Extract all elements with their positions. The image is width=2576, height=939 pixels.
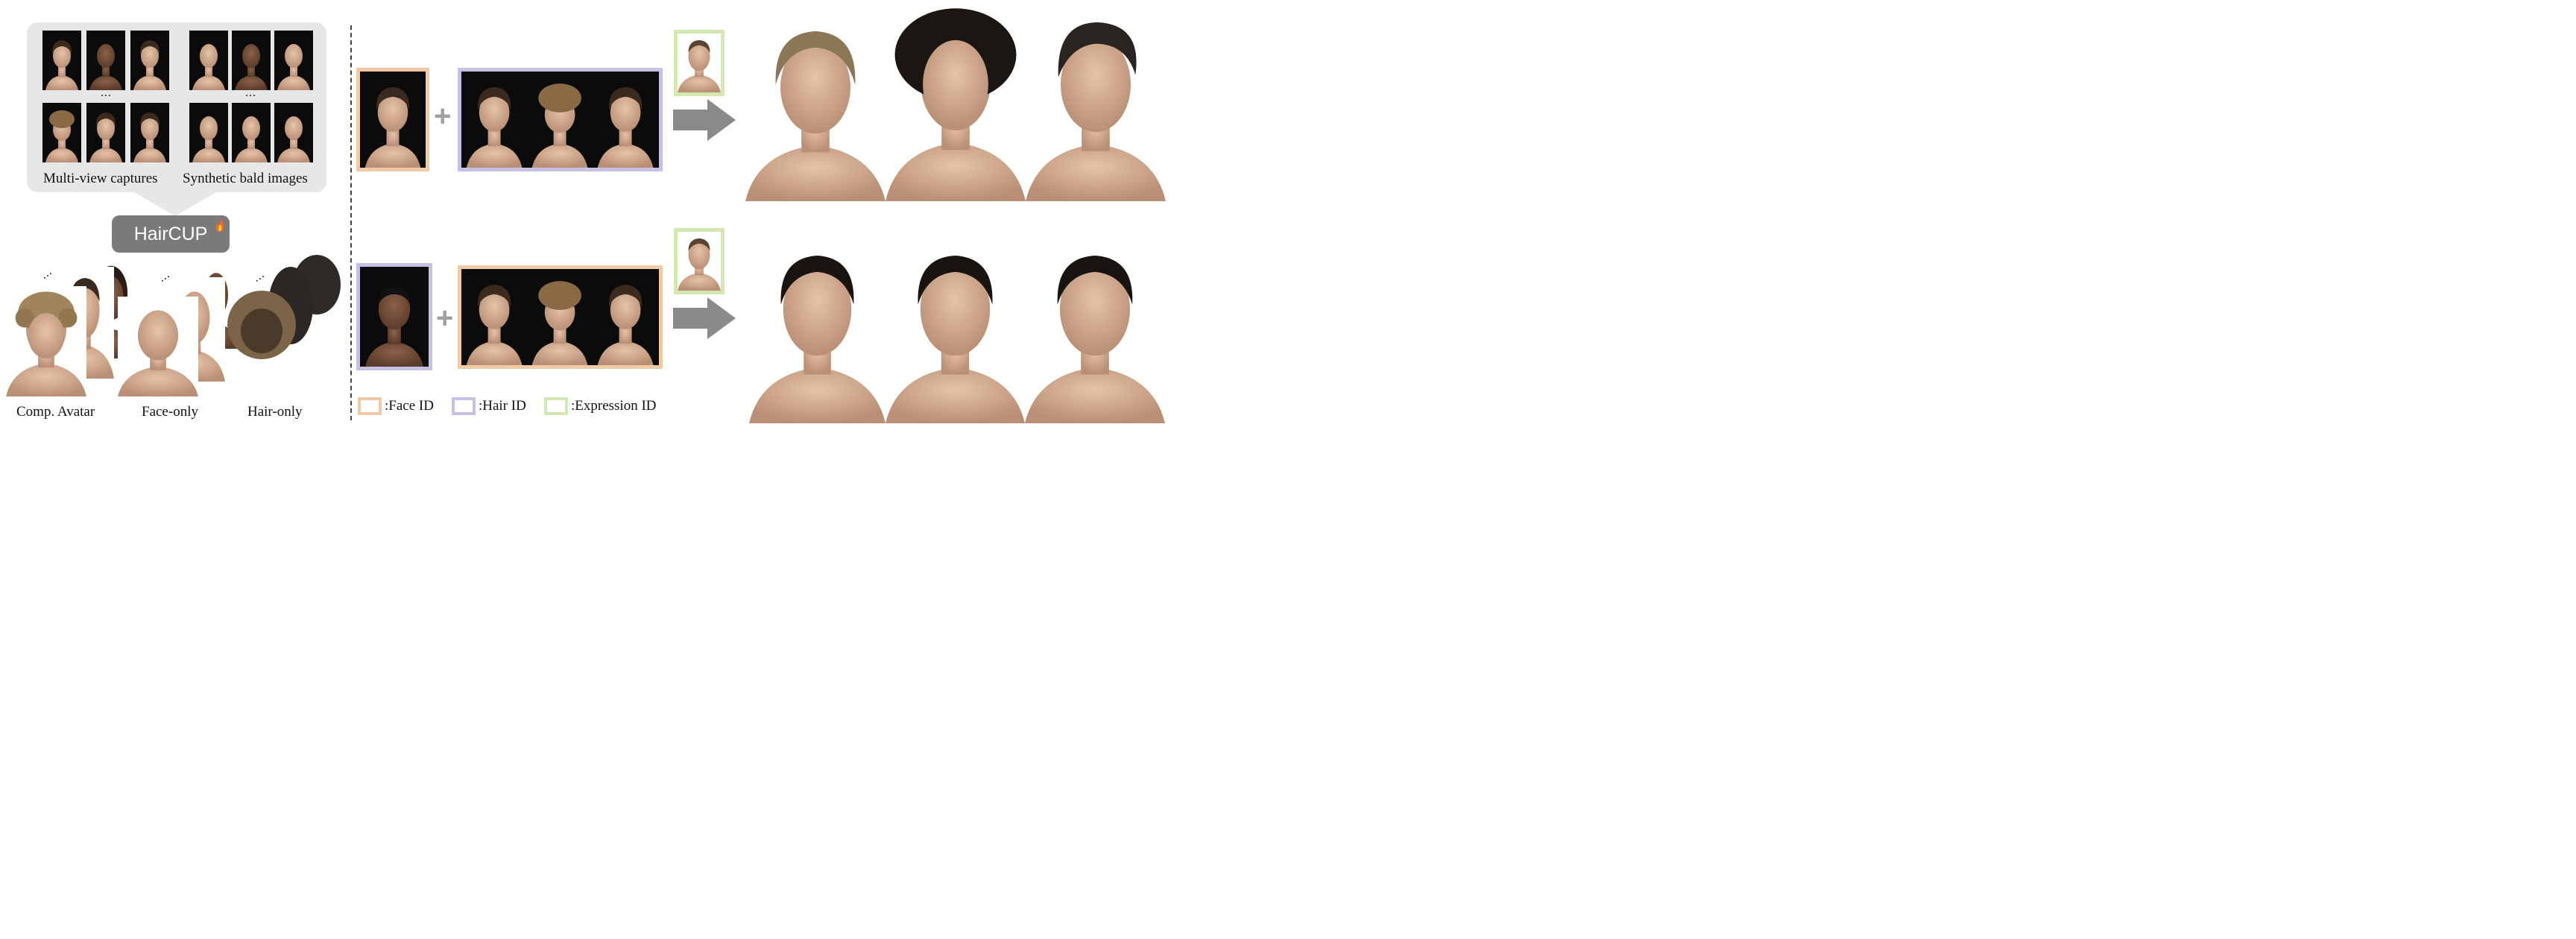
capture-thumbnail (130, 31, 169, 90)
bald-thumbnail (189, 103, 228, 162)
row1-face-id-image (356, 68, 429, 171)
comp-avatar-front-head (6, 286, 86, 396)
row2-output-2 (886, 237, 1025, 423)
down-arrow-icon (134, 192, 216, 216)
row1-plus-sign: + (434, 100, 452, 133)
row2-arrow-icon (673, 297, 736, 339)
capture-thumbnail (42, 31, 81, 90)
row1-arrow-icon (673, 99, 736, 141)
legend-swatch-face-id (358, 397, 382, 415)
captures-ellipsis: ... (101, 86, 112, 99)
row2-plus-sign: + (436, 302, 454, 335)
row1-expression-id-image (674, 30, 724, 96)
legend-hair-id: :Hair ID (479, 398, 526, 414)
row2-hair-id-image (356, 263, 432, 370)
legend-expression-id: :Expression ID (571, 398, 657, 414)
legend-swatch-expression-id (544, 397, 568, 415)
capture-thumbnail (42, 103, 81, 162)
row1-hair-id-strip (458, 68, 663, 171)
row2-face-ref-2 (527, 269, 593, 365)
legend-face-id: :Face ID (385, 398, 434, 414)
section-divider (350, 25, 352, 420)
row2-face-id-strip (458, 265, 663, 369)
caption-multi-view-captures: Multi-view captures (43, 171, 158, 186)
bald-thumbnail (189, 31, 228, 90)
comp-avatar-ellipsis: ... (38, 265, 55, 282)
row1-output-3 (1026, 10, 1166, 201)
caption-synthetic-bald-images: Synthetic bald images (183, 171, 308, 186)
bald-thumbnail (274, 31, 313, 90)
legend-swatch-hair-id (452, 397, 476, 415)
label-comp-avatar: Comp. Avatar (16, 404, 95, 420)
bald-ellipsis: ... (245, 86, 256, 99)
hair-only-ellipsis: ... (250, 268, 268, 285)
row2-output-3 (1025, 237, 1165, 423)
label-hair-only: Hair-only (247, 404, 303, 420)
row1-hair-ref-3 (593, 72, 658, 168)
row2-face-ref-3 (593, 269, 658, 365)
row2-output-1 (749, 237, 886, 423)
fire-icon (216, 218, 224, 232)
row1-hair-ref-2 (527, 72, 593, 168)
row2-expression-id-image (674, 228, 724, 294)
hair-only-front-blob (227, 291, 296, 359)
row1-output-2 (886, 6, 1026, 201)
row1-output-1 (745, 15, 886, 201)
face-only-front-head (118, 297, 198, 396)
capture-thumbnail (130, 103, 169, 162)
capture-thumbnail (86, 31, 125, 90)
label-face-only: Face-only (142, 404, 198, 420)
bald-thumbnail (232, 103, 271, 162)
row1-hair-ref-1 (461, 72, 527, 168)
bald-thumbnail (232, 31, 271, 90)
bald-thumbnail (274, 103, 313, 162)
haircup-label: HairCUP (133, 224, 208, 244)
haircup-model-box: HairCUP (112, 215, 230, 253)
comp-avatar-middle-head (56, 267, 114, 379)
row2-face-ref-1 (461, 269, 527, 365)
capture-thumbnail (86, 103, 125, 162)
